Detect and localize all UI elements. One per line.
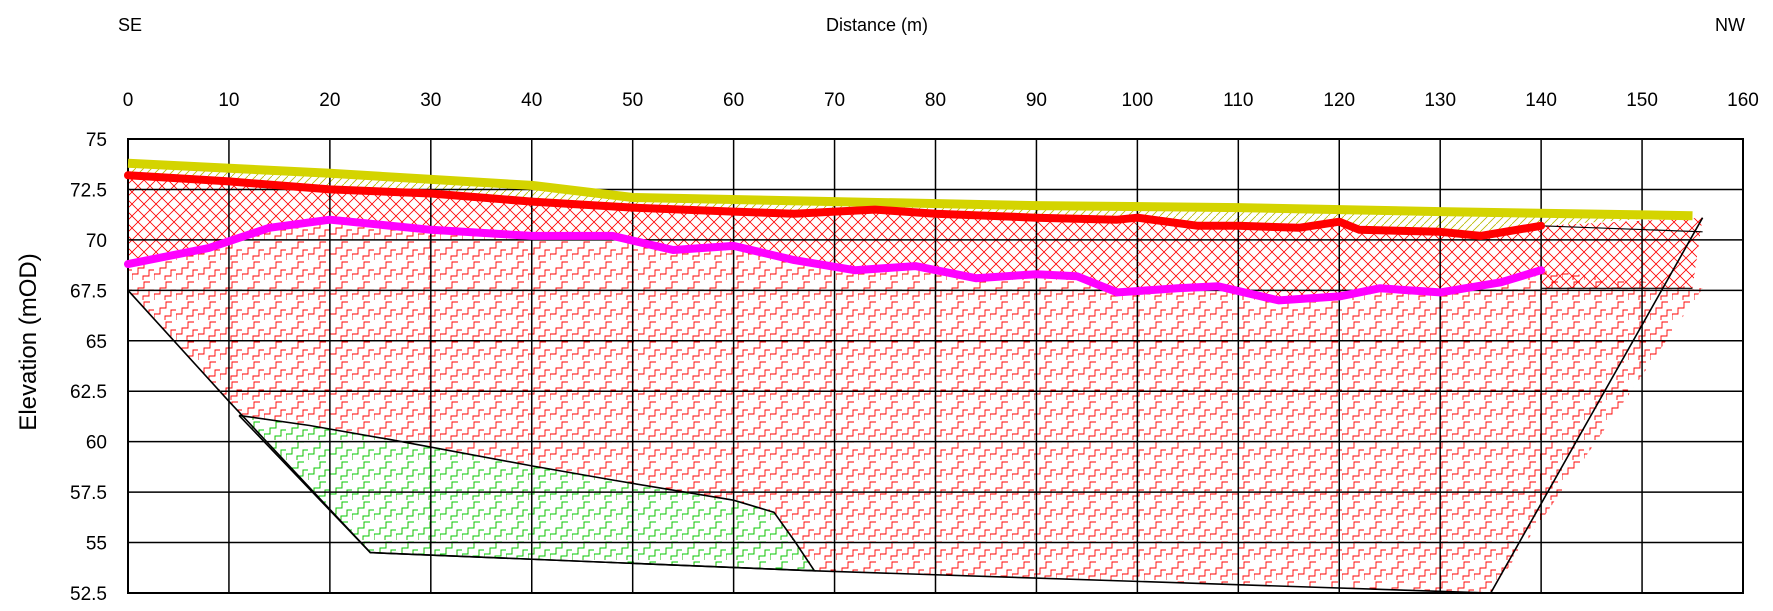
y-tick-label: 75 xyxy=(86,130,107,151)
upper-crosshatch-unit xyxy=(128,175,1703,301)
x-tick-label: 160 xyxy=(1727,90,1759,111)
direction-left-label: SE xyxy=(118,15,142,35)
y-axis-title: Elevation (mOD) xyxy=(15,253,42,430)
x-tick-label: 100 xyxy=(1122,90,1154,111)
y-tick-label: 67.5 xyxy=(70,281,107,302)
y-tick-label: 55 xyxy=(86,534,107,555)
x-tick-label: 50 xyxy=(622,90,643,111)
topsoil-unit xyxy=(128,163,1693,236)
y-tick-label: 57.5 xyxy=(70,483,107,504)
profile-lines xyxy=(124,158,1693,305)
green-unit-boundary-line xyxy=(238,414,816,572)
x-tick-label: 30 xyxy=(420,90,441,111)
x-axis-title: Distance (m) xyxy=(826,15,928,35)
x-tick-label: 40 xyxy=(521,90,542,111)
x-tick-label: 70 xyxy=(824,90,845,111)
x-tick-label: 10 xyxy=(218,90,239,111)
unit-outlines xyxy=(127,217,1704,594)
y-tick-label: 65 xyxy=(86,332,107,353)
x-tick-label: 20 xyxy=(319,90,340,111)
x-tick-label: 60 xyxy=(723,90,744,111)
y-tick-label: 52.5 xyxy=(70,584,107,605)
direction-right-label: NW xyxy=(1715,15,1745,35)
x-tick-label: 130 xyxy=(1424,90,1456,111)
geology-units xyxy=(128,163,1703,593)
x-tick-label: 140 xyxy=(1525,90,1557,111)
x-tick-label: 0 xyxy=(123,90,134,111)
y-tick-labels: 75 72.5 70 67.5 65 62.5 60 57.5 55 52.5 xyxy=(70,130,107,605)
x-tick-label: 90 xyxy=(1026,90,1047,111)
y-tick-label: 72.5 xyxy=(70,180,107,201)
magenta-profile-line xyxy=(124,215,1546,305)
y-tick-label: 70 xyxy=(86,231,107,252)
y-tick-label: 60 xyxy=(86,433,107,454)
red-profile-line xyxy=(124,171,1546,240)
x-tick-label: 120 xyxy=(1323,90,1355,111)
x-tick-label: 80 xyxy=(925,90,946,111)
x-tick-labels: 0 10 20 30 40 50 60 70 80 90 100 110 120 130 140 150 160 xyxy=(123,90,1759,111)
plot-frame xyxy=(127,138,1744,594)
x-tick-label: 110 xyxy=(1223,90,1253,111)
x-tick-label: 150 xyxy=(1626,90,1658,111)
upper-unit-right-line xyxy=(1541,225,1703,233)
ground-surface-line xyxy=(127,158,1693,221)
green-stair-hatch-unit xyxy=(239,415,815,571)
y-tick-label: 62.5 xyxy=(70,382,107,403)
